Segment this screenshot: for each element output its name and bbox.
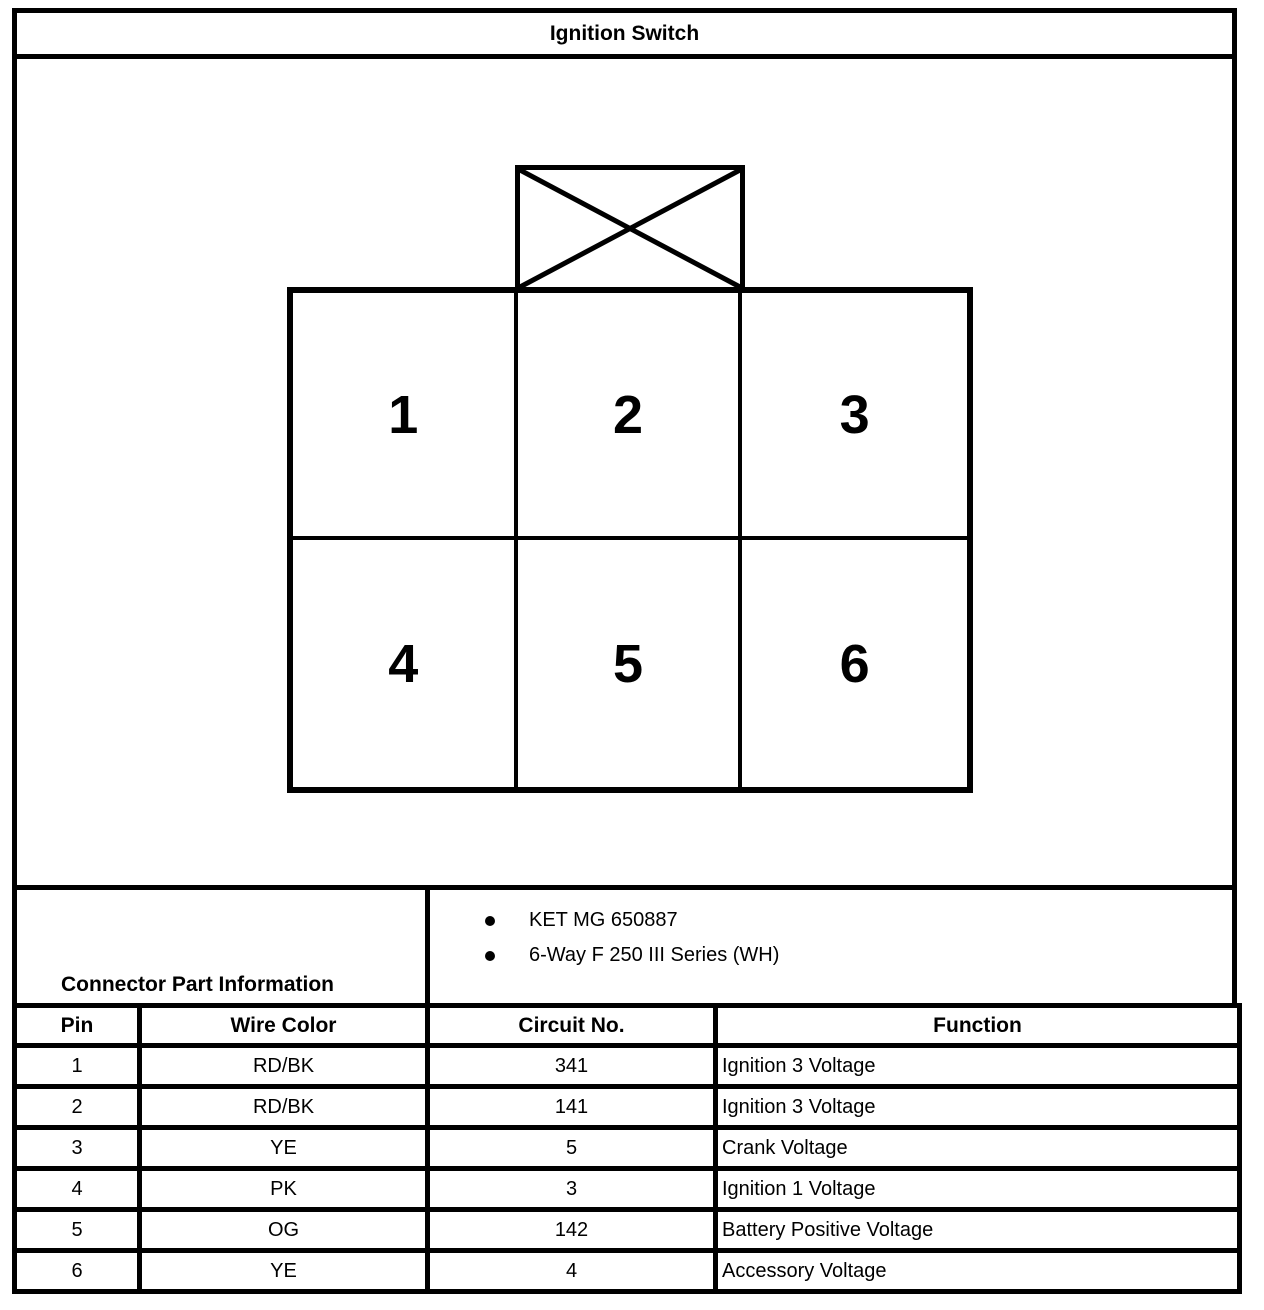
pin-cavity-3: 3	[742, 293, 967, 540]
bullet-icon	[485, 950, 495, 961]
page-title: Ignition Switch	[12, 8, 1237, 59]
table-row: 5 OG 142 Battery Positive Voltage	[12, 1207, 1242, 1253]
wire-color-cell: YE	[137, 1125, 430, 1171]
wire-color-cell: RD/BK	[137, 1084, 430, 1130]
function-cell: Ignition 3 Voltage	[713, 1043, 1242, 1089]
function-cell: Battery Positive Voltage	[713, 1207, 1242, 1253]
connector-part-information-section: Connector Part Information KET MG 650887…	[12, 885, 1237, 1008]
pin-cavity-2: 2	[517, 293, 743, 540]
connector-part-information-list: KET MG 650887 6-Way F 250 III Series (WH…	[430, 890, 1232, 1003]
table-row: 2 RD/BK 141 Ignition 3 Voltage	[12, 1084, 1242, 1130]
pin-number-cell: 5	[12, 1207, 142, 1253]
connector-pin-grid: 1 2 3 4 5 6	[287, 287, 973, 793]
circuit-no-cell: 4	[425, 1248, 718, 1294]
circuit-no-cell: 141	[425, 1084, 718, 1130]
part-info-item: 6-Way F 250 III Series (WH)	[485, 938, 1232, 973]
column-header-wire-color: Wire Color	[137, 1003, 430, 1048]
column-header-function: Function	[713, 1003, 1242, 1048]
pin-cavity-4: 4	[293, 540, 518, 787]
pin-table: Pin Wire Color Circuit No. Function 1 RD…	[12, 1003, 1242, 1294]
part-info-item-text: KET MG 650887	[529, 909, 678, 931]
table-row: 3 YE 5 Crank Voltage	[12, 1125, 1242, 1171]
part-info-item-text: 6-Way F 250 III Series (WH)	[529, 944, 780, 966]
bullet-icon	[485, 915, 495, 926]
column-header-circuit-no: Circuit No.	[425, 1003, 718, 1048]
connector-keyway-box	[515, 165, 745, 292]
pin-number-cell: 1	[12, 1043, 142, 1089]
table-row: 6 YE 4 Accessory Voltage	[12, 1248, 1242, 1294]
pin-table-header-row: Pin Wire Color Circuit No. Function	[12, 1003, 1242, 1048]
pin-number-cell: 6	[12, 1248, 142, 1294]
pin-number-cell: 2	[12, 1084, 142, 1130]
function-cell: Ignition 3 Voltage	[713, 1084, 1242, 1130]
function-cell: Accessory Voltage	[713, 1248, 1242, 1294]
pin-cavity-1: 1	[293, 293, 518, 540]
function-cell: Ignition 1 Voltage	[713, 1166, 1242, 1212]
table-row: 1 RD/BK 341 Ignition 3 Voltage	[12, 1043, 1242, 1089]
wire-color-cell: RD/BK	[137, 1043, 430, 1089]
circuit-no-cell: 142	[425, 1207, 718, 1253]
circuit-no-cell: 3	[425, 1166, 718, 1212]
pin-cavity-6: 6	[839, 633, 870, 694]
wire-color-cell: OG	[137, 1207, 430, 1253]
function-cell: Crank Voltage	[713, 1125, 1242, 1171]
page-title-text: Ignition Switch	[549, 21, 700, 45]
circuit-no-cell: 341	[425, 1043, 718, 1089]
connector-part-information-label: Connector Part Information	[17, 890, 430, 1003]
part-info-item: KET MG 650887	[485, 903, 1232, 938]
wire-color-cell: PK	[137, 1166, 430, 1212]
circuit-no-cell: 5	[425, 1125, 718, 1171]
wire-color-cell: YE	[137, 1248, 430, 1294]
column-header-pin: Pin	[12, 1003, 142, 1048]
keyway-x-icon	[520, 170, 740, 287]
table-row: 4 PK 3 Ignition 1 Voltage	[12, 1166, 1242, 1212]
pin-cavity-5: 5	[518, 540, 743, 787]
pin-number-cell: 3	[12, 1125, 142, 1171]
pin-number-cell: 4	[12, 1166, 142, 1212]
